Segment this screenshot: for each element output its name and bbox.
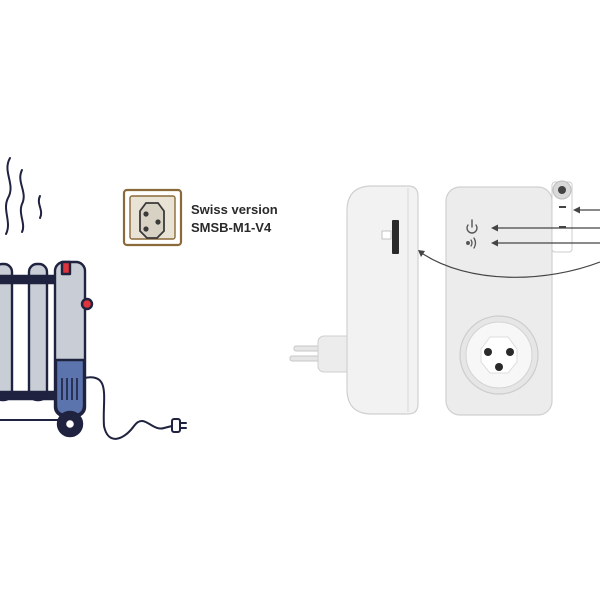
heat-waves-icon [5,157,43,235]
wifi-signal-icon [466,237,477,249]
socket-caption: Swiss version SMSB-M1-V4 [191,201,278,237]
socket-version-label: Swiss version [191,202,278,217]
smart-plug-front-view [445,186,553,416]
smart-plug-side-view [289,185,419,415]
arrow-to-side-button [419,251,600,278]
power-icon [466,219,478,234]
swiss-socket-type-j-icon [122,188,183,247]
arrow-heads [418,206,580,257]
socket-model-label: SMSB-M1-V4 [191,220,272,235]
oil-radiator-icon [0,260,94,438]
reset-button-icon [551,180,573,253]
power-plug-icon [83,376,187,440]
